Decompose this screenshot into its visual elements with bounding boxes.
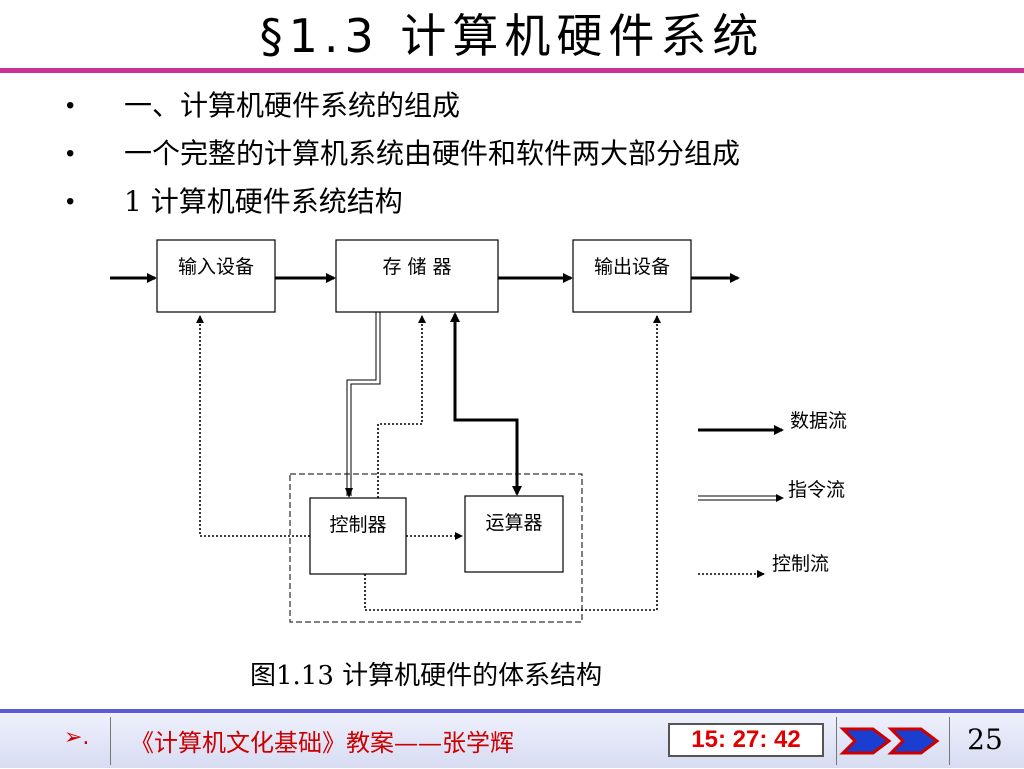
bullet-text: 一个完整的计算机系统由硬件和软件两大部分组成	[124, 137, 741, 170]
bullet-item: • 一、计算机硬件系统的组成	[66, 84, 740, 132]
title-divider	[0, 68, 1024, 73]
bullet-icon: •	[66, 140, 75, 167]
bullet-icon: •	[66, 188, 75, 215]
memory-box	[335, 239, 499, 313]
bullet-list: • 一、计算机硬件系统的组成 • 一个完整的计算机系统由硬件和软件两大部分组成 • 1…	[66, 84, 740, 228]
bullet-item: • 1 计算机硬件系统结构	[66, 180, 740, 228]
data-flow-alu-memory-arrow	[450, 312, 519, 494]
footer-divider	[0, 709, 1024, 713]
input-device-label: 输入设备	[178, 256, 254, 278]
clock-display: 15: 27: 42	[668, 723, 824, 757]
controller-box	[309, 497, 407, 575]
page-number: 25	[967, 723, 1003, 756]
alu-label: 运算器	[485, 512, 542, 534]
bullet-item: • 一个完整的计算机系统由硬件和软件两大部分组成	[66, 132, 740, 180]
next-slide-button[interactable]	[836, 717, 950, 765]
legend-control-flow-label: 控制流	[772, 553, 829, 575]
legend-data-flow-label: 数据流	[790, 410, 847, 432]
arrow-bullet-icon: ➢.	[64, 725, 90, 750]
output-device-label: 输出设备	[594, 256, 670, 278]
figure-caption: 图1.13 计算机硬件的体系结构	[250, 661, 603, 691]
footer-bar: ➢. 《计算机文化基础》教案——张学辉 15: 27: 42 25	[0, 713, 1024, 768]
memory-label: 存 储 器	[382, 256, 451, 278]
controller-label: 控制器	[329, 514, 386, 536]
double-arrow-icon	[839, 727, 940, 755]
instruction-flow-memory-controller	[345, 312, 381, 498]
bullet-text: 1 计算机硬件系统结构	[124, 185, 403, 218]
course-title: 《计算机文化基础》教案——张学辉	[130, 729, 514, 757]
cpu-enclosure	[289, 473, 583, 623]
bullet-icon: •	[66, 92, 75, 119]
alu-box	[464, 495, 564, 573]
legend-instruction-flow-arrow	[698, 494, 784, 502]
control-flow-lines	[196, 315, 661, 611]
input-device-box	[156, 239, 276, 313]
bullet-text: 一、计算机硬件系统的组成	[124, 89, 461, 122]
legend-instruction-flow-label: 指令流	[788, 479, 845, 501]
footer-separator	[110, 717, 111, 765]
slide-title: §1.3 计算机硬件系统	[259, 9, 765, 63]
output-device-box	[572, 239, 692, 313]
